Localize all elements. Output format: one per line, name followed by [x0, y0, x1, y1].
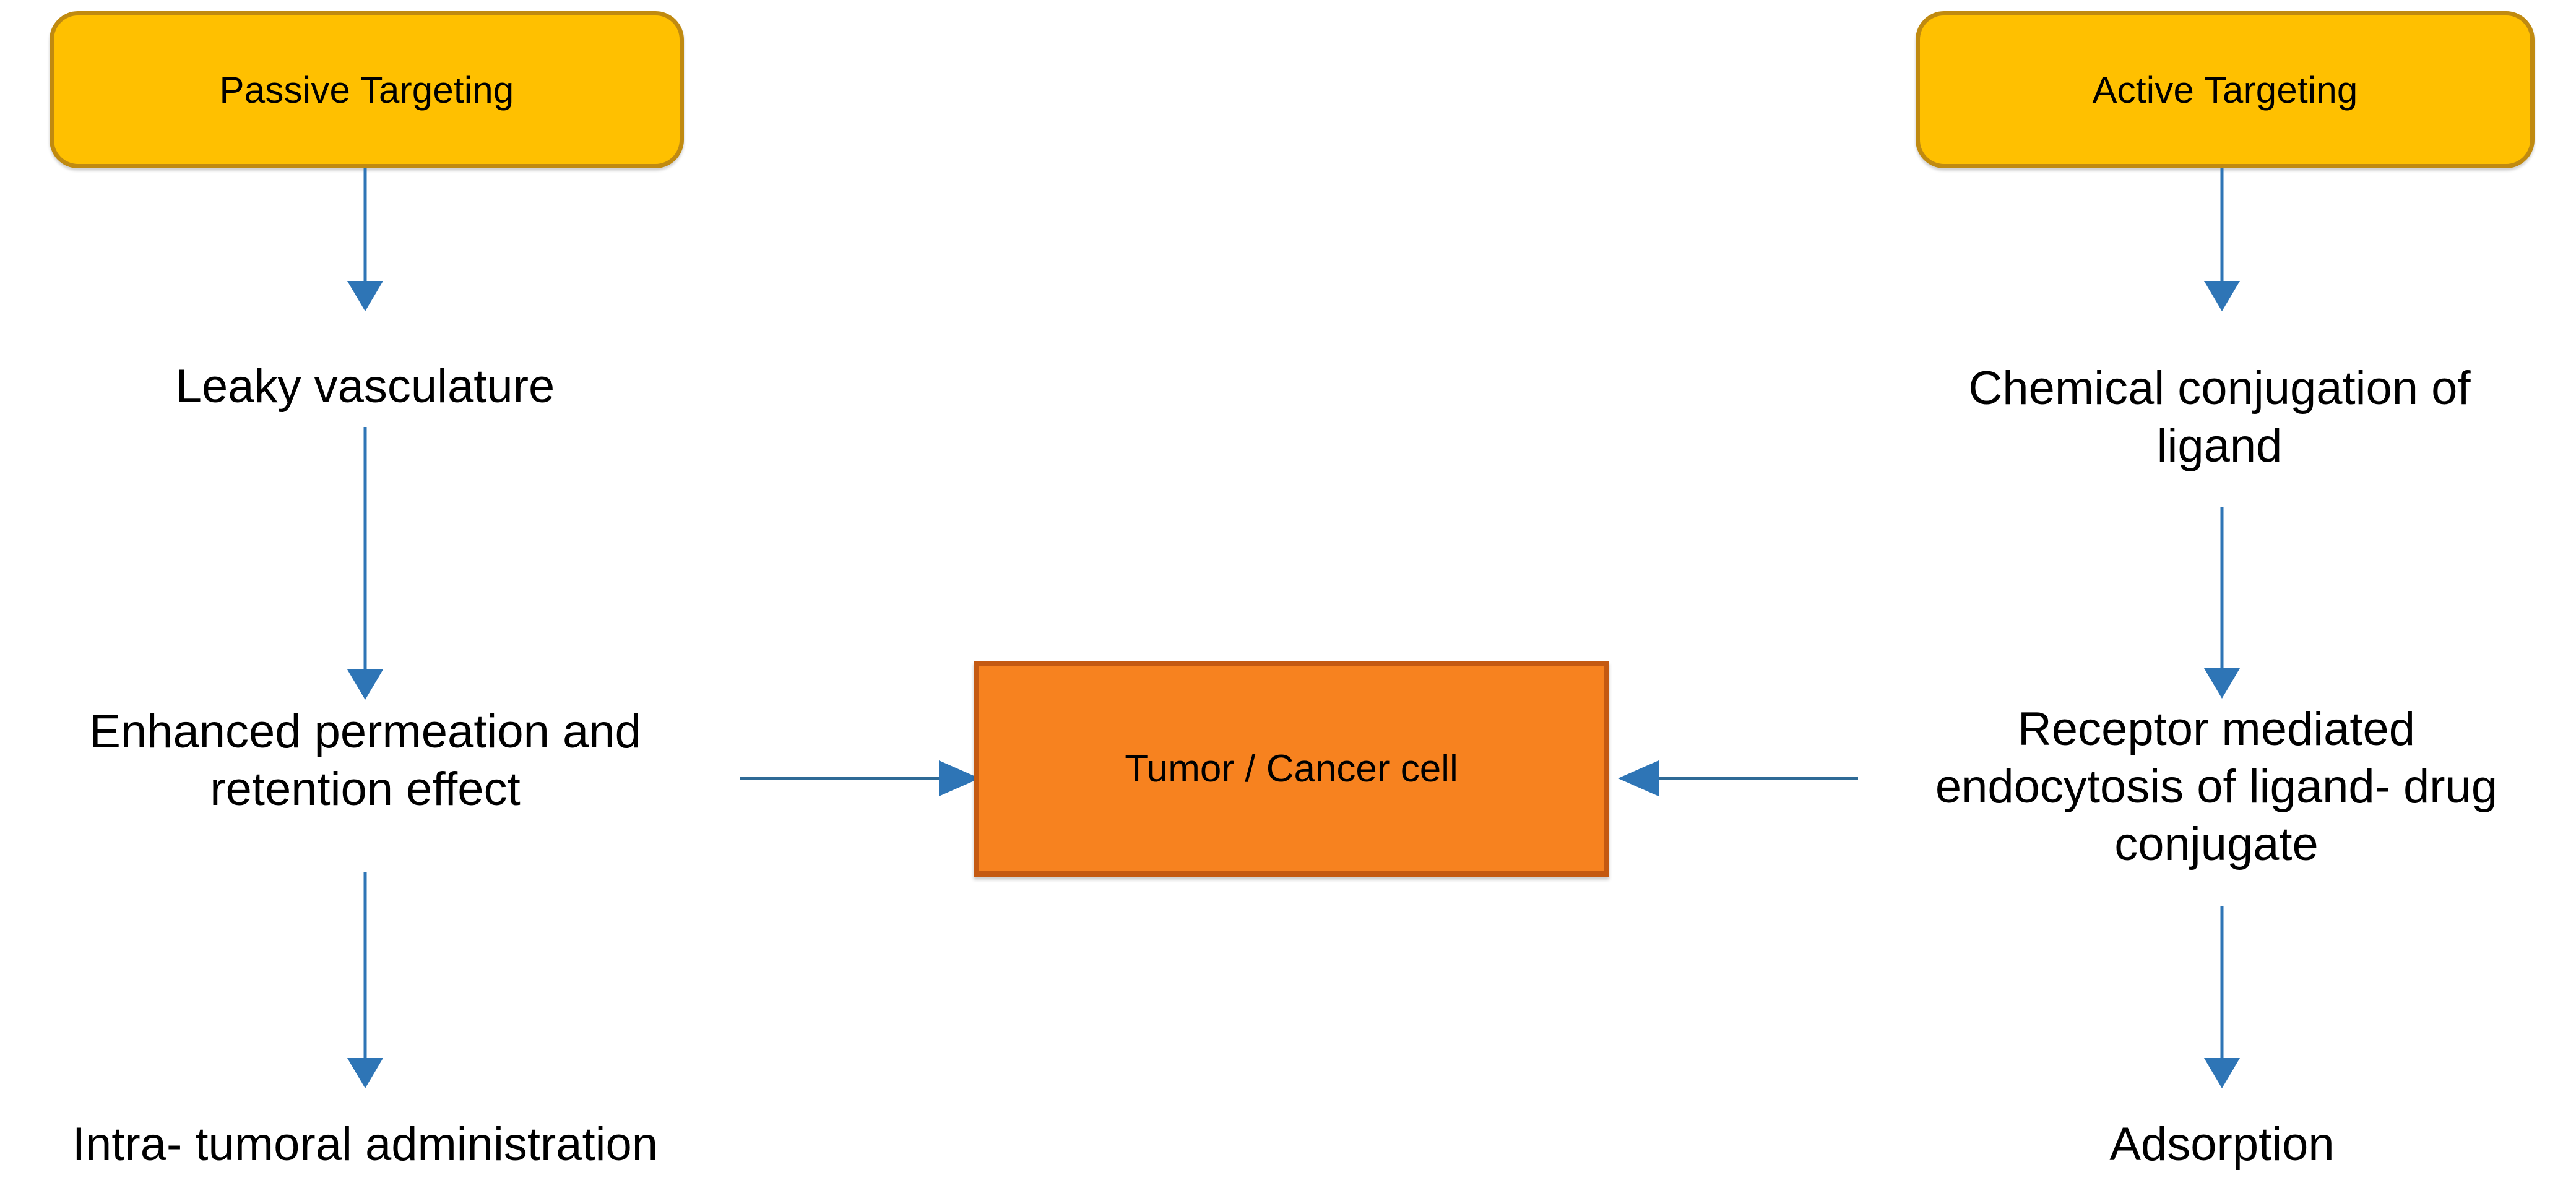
edge-conjugation-to-receptor — [2204, 507, 2240, 699]
node-leaky-vasculature-line-1: Leaky vasculature — [175, 359, 555, 413]
node-receptor-mediated-endocytosis: Receptor mediated endocytosis of ligand-… — [1857, 690, 2576, 885]
node-leaky-vasculature: Leaky vasculature — [19, 356, 712, 418]
edge-leaky-to-epr — [347, 427, 383, 700]
node-epr-effect-line-2: retention effect — [210, 763, 521, 815]
node-epr-effect: Enhanced permeation and retention effect — [0, 696, 730, 826]
edge-receptor-to-tumor — [1618, 760, 1858, 796]
node-chemical-conjugation-line-2: ligand — [2156, 419, 2283, 472]
edge-active-to-conjugation — [2204, 168, 2240, 311]
edge-passive-to-leaky — [347, 168, 383, 311]
edge-epr-to-intratumoral — [347, 872, 383, 1088]
edge-receptor-to-adsorption — [2204, 906, 2240, 1088]
node-intratumoral-administration: Intra- tumoral administration — [0, 1114, 730, 1176]
edge-epr-to-tumor — [740, 760, 980, 796]
node-tumor-cancer-cell[interactable]: Tumor / Cancer cell — [974, 661, 1609, 877]
node-adsorption: Adsorption — [1913, 1114, 2531, 1176]
node-chemical-conjugation: Chemical conjugation of ligand — [1863, 353, 2576, 483]
node-passive-targeting[interactable]: Passive Targeting — [50, 11, 684, 168]
node-receptor-mediated-endocytosis-line-3: conjugate — [2114, 817, 2319, 871]
node-chemical-conjugation-line-1: Chemical conjugation of — [1968, 362, 2471, 415]
node-intratumoral-administration-line-1: Intra- tumoral administration — [72, 1117, 659, 1171]
node-active-targeting-label: Active Targeting — [2092, 69, 2358, 111]
node-epr-effect-line-1: Enhanced permeation and — [89, 705, 641, 759]
node-receptor-mediated-endocytosis-line-2: endocytosis of ligand- drug — [1935, 760, 2498, 814]
node-tumor-cancer-cell-label: Tumor / Cancer cell — [1125, 747, 1458, 790]
node-adsorption-line-1: Adsorption — [2109, 1117, 2335, 1171]
node-active-targeting[interactable]: Active Targeting — [1916, 11, 2535, 168]
node-passive-targeting-label: Passive Targeting — [219, 69, 514, 111]
node-receptor-mediated-endocytosis-line-1: Receptor mediated — [2017, 703, 2416, 756]
